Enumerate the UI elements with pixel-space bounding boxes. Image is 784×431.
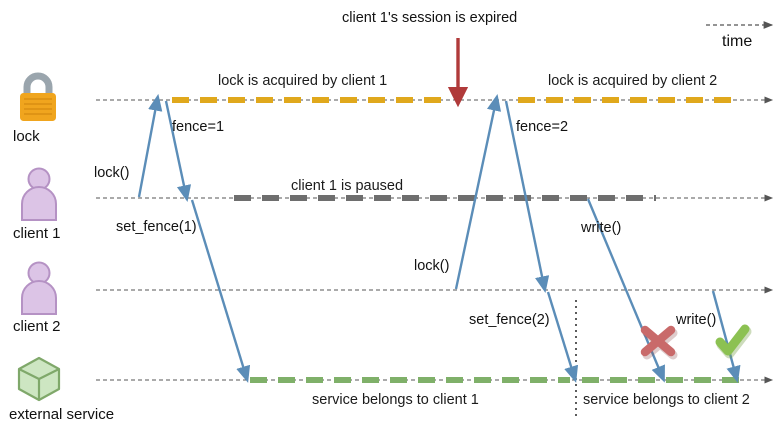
person-icon: [21, 261, 57, 315]
session-expired-note: client 1's session is expired: [342, 10, 518, 26]
time-axis-label: time: [722, 33, 753, 50]
message-label-write-2: write(): [676, 312, 717, 328]
actor-label-lock: lock: [13, 128, 40, 145]
arrow-fence2-reply: [504, 100, 550, 294]
actor-label-client-2: client 2: [13, 318, 61, 335]
message-label-fence-2: fence=2: [516, 119, 569, 135]
message-label-lock-call-1: lock(): [94, 165, 130, 181]
arrow-write-client2-accepted: [711, 290, 741, 383]
cross-icon: [640, 325, 678, 360]
message-label-lock-call-2: lock(): [414, 258, 450, 274]
actor-label-client-1: client 1: [13, 225, 61, 242]
padlock-icon: [20, 72, 56, 121]
arrow-fence1-reply: [164, 100, 192, 203]
lane-caption-service-belongs-client2: service belongs to client 2: [583, 392, 750, 408]
message-label-write-1: write(): [581, 220, 622, 236]
lane-caption-lock-acquired-client1: lock is acquired by client 1: [218, 73, 388, 89]
cube-icon: [17, 356, 61, 402]
arrow-lock-call-client1: [137, 93, 163, 198]
lane-caption-service-belongs-client1: service belongs to client 1: [312, 392, 479, 408]
arrow-lock-call-client2: [454, 93, 502, 290]
check-icon: [715, 324, 752, 359]
lane-caption-lock-acquired-client2: lock is acquired by client 2: [548, 73, 718, 89]
arrow-set-fence2-to-service: [546, 291, 579, 383]
message-label-set-fence-1: set_fence(1): [116, 219, 197, 235]
message-label-fence-1: fence=1: [172, 119, 225, 135]
actor-label-external-service: external service: [9, 406, 115, 423]
person-icon: [21, 167, 57, 221]
lane-caption-client1-paused: client 1 is paused: [291, 178, 404, 194]
message-label-set-fence-2: set_fence(2): [469, 312, 550, 328]
arrow-set-fence1-to-service: [190, 199, 251, 383]
